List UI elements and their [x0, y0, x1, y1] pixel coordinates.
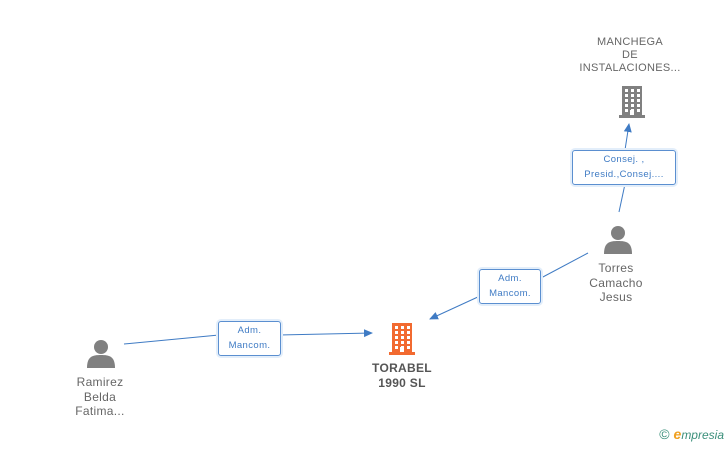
edge-line [540, 252, 589, 279]
role-text: Adm. [237, 325, 262, 336]
role-text: Presid.,Consej.... [584, 169, 664, 180]
node-label-line: 1990 SL [378, 375, 426, 390]
copyright-icon: © [659, 426, 670, 442]
node-label-line: DE [622, 49, 638, 61]
company-label-torabel[interactable]: TORABEL 1990 SL [352, 361, 452, 390]
node-label-line: MANCHEGA [597, 36, 663, 48]
role-box-adm-torres[interactable]: Adm. Mancom. [479, 269, 541, 304]
person-icon[interactable] [87, 340, 115, 368]
brand-initial: e [673, 426, 682, 442]
role-text: Mancom. [489, 288, 531, 299]
empresia-watermark: ©empresia [659, 426, 724, 442]
brand-name: mpresia [681, 428, 724, 442]
node-label-line: Camacho [589, 275, 643, 290]
node-label-line: Fatima... [75, 404, 125, 418]
building-icon[interactable] [619, 86, 645, 118]
role-text: Adm. [498, 273, 522, 284]
role-text: Mancom. [228, 340, 271, 351]
node-label-line: TORABEL [372, 361, 432, 375]
edge-line [429, 295, 481, 320]
company-label-manchega[interactable]: MANCHEGA DE INSTALACIONES... [568, 36, 692, 75]
building-icon[interactable] [389, 323, 415, 355]
edge-line [618, 183, 626, 213]
node-label-line: Belda [83, 389, 117, 404]
node-label-line: Torres [598, 261, 634, 275]
edge-line [278, 329, 373, 338]
person-icon[interactable] [604, 226, 632, 254]
role-box-adm-ramirez[interactable]: Adm. Mancom. [218, 321, 281, 356]
edge-line [123, 334, 220, 345]
edge-line [623, 123, 632, 151]
person-label-torres[interactable]: Torres Camacho Jesus [576, 261, 656, 305]
person-label-ramirez[interactable]: Ramirez Belda Fatima... [60, 375, 140, 419]
node-label-line: Ramirez [76, 375, 124, 389]
role-box-consej[interactable]: Consej. , Presid.,Consej.... [572, 150, 676, 185]
role-text: Consej. , [603, 154, 645, 165]
node-label-line: INSTALACIONES... [579, 62, 681, 74]
node-label-line: Jesus [599, 290, 633, 304]
